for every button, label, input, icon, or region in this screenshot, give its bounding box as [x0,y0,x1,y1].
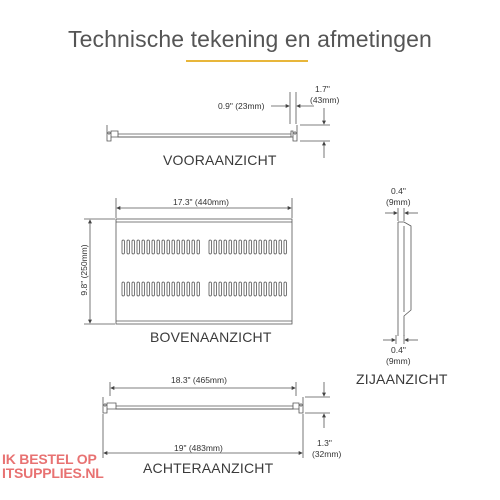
vent-slot [243,239,247,255]
vent-slot [166,281,170,297]
title-underline [186,60,308,62]
watermark-line-1: IK BESTEL OP [2,451,97,467]
vent-slot [268,281,272,297]
back-view-drawing [102,382,330,458]
vent-slot [161,239,165,255]
vent-slot [166,239,170,255]
vent-slot [196,281,200,297]
vent-slot [191,239,195,255]
front-height-dimension-inches: 1.7" [315,84,330,94]
vent-slot [126,239,130,255]
vent-slot [258,281,262,297]
vent-slot [268,239,272,255]
vent-slot [223,281,227,297]
vent-slot [151,239,155,255]
vent-slot [171,281,175,297]
vent-slot [278,281,282,297]
vent-slot [273,281,277,297]
front-flange-dimension: 0.9" (23mm) [218,101,265,111]
vent-slot [263,239,267,255]
vent-slot [136,239,140,255]
vent-slot [131,239,135,255]
vent-slot [181,281,185,297]
vent-slot [131,281,135,297]
back-view-label: ACHTERAANZICHT [143,460,274,476]
vent-slot [156,239,160,255]
back-height-dimension-inches: 1.3" [317,438,332,448]
vent-slot [176,281,180,297]
watermark-logo: IK BESTEL OP ITSUPPLIES.NL [2,452,104,480]
front-view-drawing [106,92,330,158]
vent-slot [186,281,190,297]
vent-slot [233,239,237,255]
vent-slot [151,281,155,297]
vent-slot [146,239,150,255]
vent-slot [238,281,242,297]
front-view-label: VOORAANZICHT [163,152,277,168]
top-depth-dimension: 9.8" (250mm) [79,244,89,296]
ventilation-slots [121,239,287,297]
vent-slot [176,239,180,255]
vent-slot [283,281,287,297]
back-outer-width-dimension: 19" (483mm) [174,443,223,453]
vent-slot [258,239,262,255]
watermark-line-2: ITSUPPLIES.NL [2,465,104,481]
back-inner-width-dimension: 18.3" (465mm) [171,375,227,385]
vent-slot [121,239,125,255]
top-view-drawing [84,198,293,325]
vent-slot [228,239,232,255]
side-top-dimension-mm: (9mm) [386,197,411,207]
vent-slot [126,281,130,297]
vent-slot [186,239,190,255]
vent-slot [191,281,195,297]
vent-slot [213,281,217,297]
vent-slot [171,239,175,255]
side-view-drawing [383,208,418,344]
side-bottom-dimension-inches: 0.4" [391,345,406,355]
vent-slot [223,239,227,255]
vent-slot [141,239,145,255]
vent-slot [238,239,242,255]
vent-slot [196,239,200,255]
vent-slot [248,239,252,255]
vent-slot [248,281,252,297]
front-height-dimension-mm: (43mm) [310,95,340,105]
vent-slot [263,281,267,297]
vent-slot [218,281,222,297]
page-title: Technische tekening en afmetingen [68,26,432,52]
vent-slot [136,281,140,297]
vent-slot [253,281,257,297]
vent-slot [278,239,282,255]
vent-slot [146,281,150,297]
back-height-dimension-mm: (32mm) [312,449,342,459]
vent-slot [121,281,125,297]
vent-slot [156,281,160,297]
top-view-label: BOVENAANZICHT [150,329,272,345]
vent-slot [283,239,287,255]
vent-slot [218,239,222,255]
vent-slot [208,281,212,297]
vent-slot [228,281,232,297]
vent-slot [253,239,257,255]
vent-slot [161,281,165,297]
side-bottom-dimension-mm: (9mm) [386,356,411,366]
side-top-dimension-inches: 0.4" [391,186,406,196]
side-view-label: ZIJAANZICHT [356,371,448,387]
vent-slot [181,239,185,255]
vent-slot [213,239,217,255]
vent-slot [273,239,277,255]
vent-slot [233,281,237,297]
vent-slot [141,281,145,297]
vent-slot [208,239,212,255]
top-width-dimension: 17.3" (440mm) [173,197,229,207]
vent-slot [243,281,247,297]
